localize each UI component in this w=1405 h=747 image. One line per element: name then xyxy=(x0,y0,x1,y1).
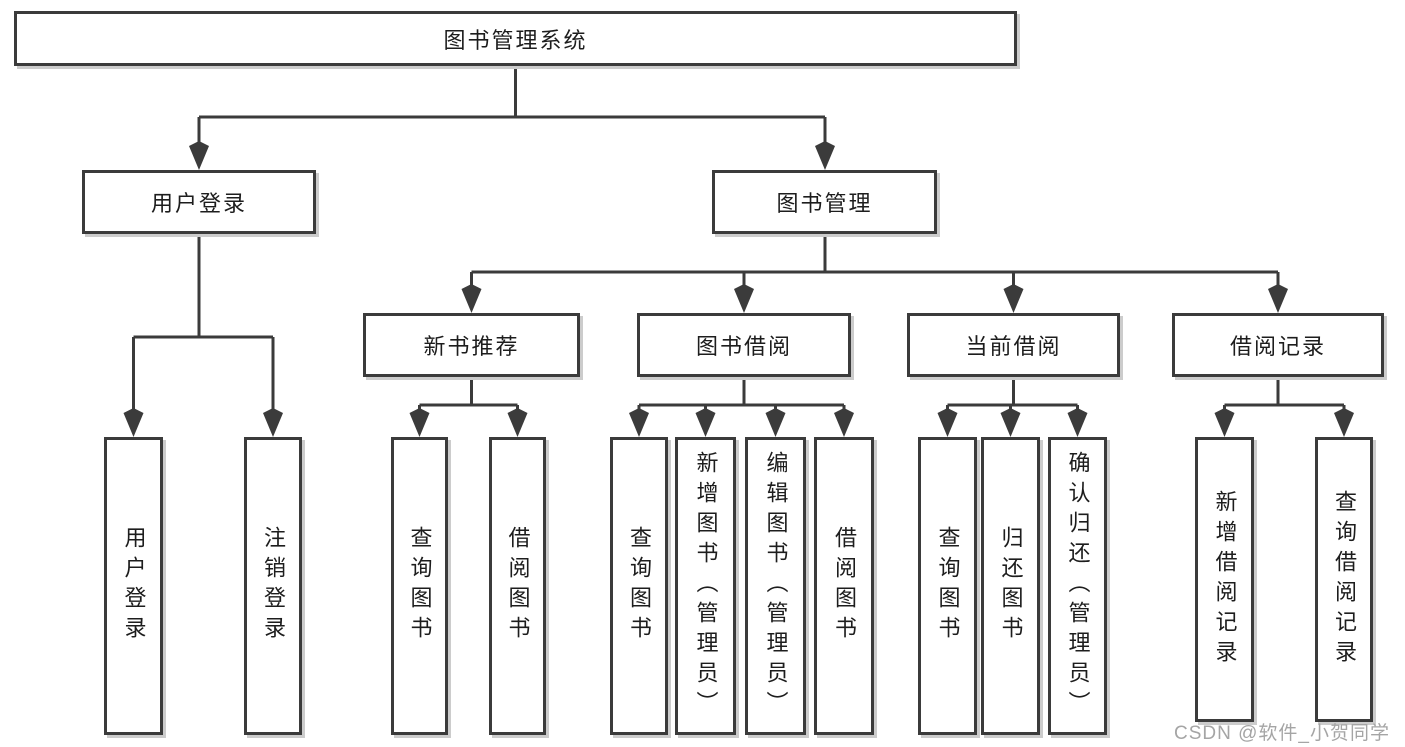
leaf-add-borrow-record: 新增借阅记录 xyxy=(1195,437,1254,722)
connector-current-borrow-to-leaves xyxy=(937,377,1088,437)
leaf-query-books-borrow: 查询图书 xyxy=(610,437,668,735)
leaf-borrow-books: 借阅图书 xyxy=(814,437,874,735)
leaf-logout: 注销登录 xyxy=(244,437,302,735)
leaf-borrow-books-recommend: 借阅图书 xyxy=(489,437,546,735)
node-book-management: 图书管理 xyxy=(712,170,937,234)
node-current-borrow: 当前借阅 xyxy=(907,313,1120,377)
leaf-confirm-return-admin: 确认归还（管理员） xyxy=(1048,437,1107,735)
connector-new-book-rec-to-leaves xyxy=(409,377,528,437)
leaf-query-borrow-record: 查询借阅记录 xyxy=(1315,437,1373,722)
leaf-edit-books-admin: 编辑图书（管理员） xyxy=(745,437,806,735)
node-borrow-records: 借阅记录 xyxy=(1172,313,1384,377)
leaf-add-books-admin: 新增图书（管理员） xyxy=(675,437,736,735)
connector-book-borrow-to-leaves xyxy=(629,377,854,437)
node-new-book-recommend: 新书推荐 xyxy=(363,313,580,377)
leaf-user-login: 用户登录 xyxy=(104,437,163,735)
watermark: CSDN @软件_小贺同学 xyxy=(1174,723,1390,744)
leaf-query-books-current: 查询图书 xyxy=(918,437,977,735)
connector-book-mgmt-to-level2 xyxy=(461,234,1288,313)
connector-root-to-level1 xyxy=(189,66,835,170)
connector-borrow-records-to-leaves xyxy=(1214,377,1354,437)
leaf-query-books-recommend: 查询图书 xyxy=(391,437,448,735)
node-user-login: 用户登录 xyxy=(82,170,316,234)
node-book-borrow: 图书借阅 xyxy=(637,313,851,377)
connector-user-login-to-leaves xyxy=(123,234,283,437)
node-root: 图书管理系统 xyxy=(14,11,1017,66)
leaf-return-books: 归还图书 xyxy=(981,437,1040,735)
